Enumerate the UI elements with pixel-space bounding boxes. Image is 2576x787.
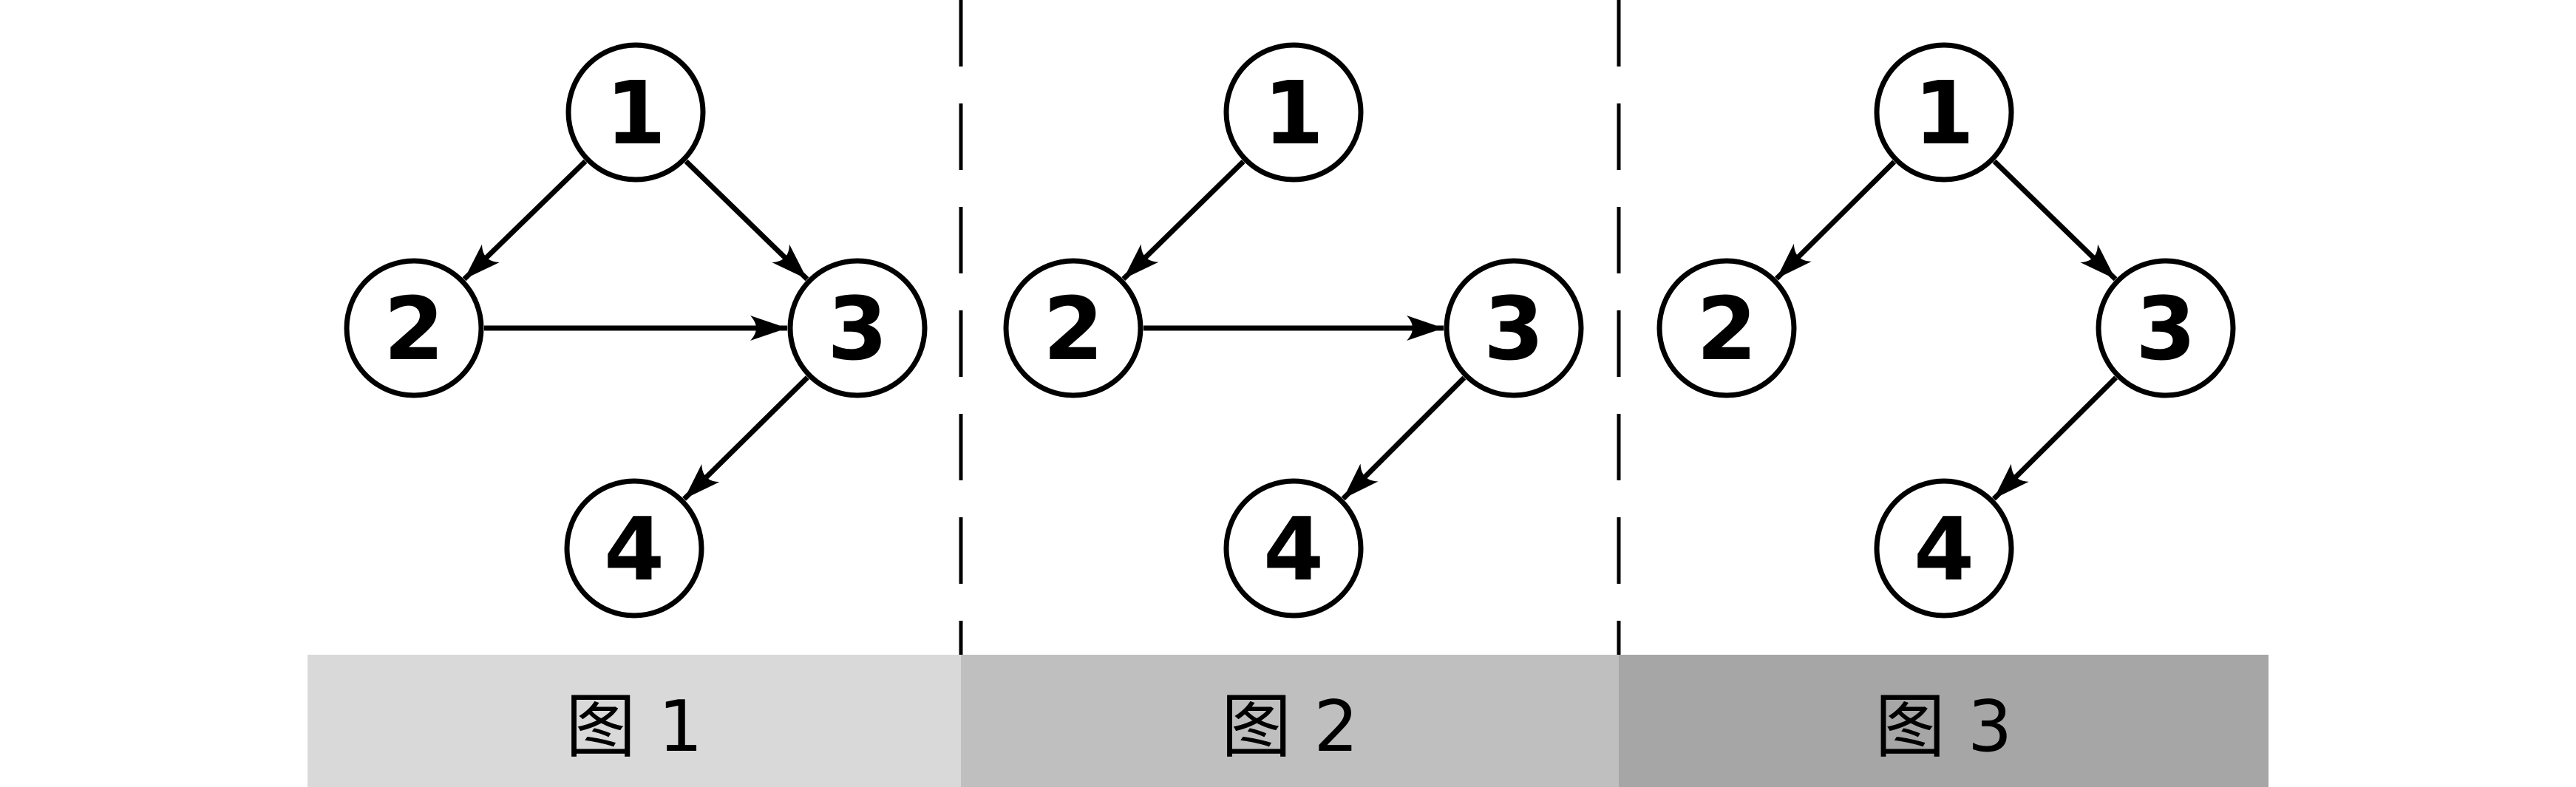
graph-1-node-4 <box>564 478 704 619</box>
graph-2: 1 2 3 4 <box>1003 42 1584 619</box>
graph-1-edge-1-2 <box>462 159 588 282</box>
graph-2-node-label-3: 3 <box>1484 278 1544 380</box>
graph-2-node-3 <box>1444 258 1584 398</box>
graph-3-edge-1-2 <box>1774 160 1897 281</box>
graph-3-edge-3-4 <box>1991 375 2118 501</box>
graph-2-node-label-1: 1 <box>1263 62 1324 164</box>
graph-3-edge-1-3 <box>1992 159 2118 282</box>
graph-3-node-label-1: 1 <box>1914 62 1974 164</box>
graph-2-node-label-4: 4 <box>1263 498 1324 600</box>
graph-2-node-4 <box>1223 478 1364 619</box>
graph-1-node-label-3: 3 <box>827 278 888 380</box>
graph-1-node-3 <box>787 258 928 398</box>
graph-3-node-1 <box>1874 42 2014 183</box>
graph-1-node-label-1: 1 <box>605 62 666 164</box>
graph-3-node-label-3: 3 <box>2135 278 2196 380</box>
graph-1: 1 2 3 4 <box>344 42 928 619</box>
graph-1-edge-1-3 <box>684 159 809 282</box>
graph-3-node-3 <box>2096 258 2236 398</box>
graph-1-edge-3-4 <box>682 375 809 501</box>
graph-1-node-label-4: 4 <box>604 498 665 600</box>
graph-2-node-2 <box>1003 258 1143 398</box>
graph-3-node-label-4: 4 <box>1914 498 1974 600</box>
graph-3-node-4 <box>1874 478 2014 619</box>
graph-1-node-2 <box>344 258 484 398</box>
graph-2-node-label-2: 2 <box>1043 278 1104 380</box>
graph-1-node-label-2: 2 <box>384 278 444 380</box>
graph-1-node-1 <box>565 42 706 183</box>
graph-2-edge-3-4 <box>1341 375 1467 501</box>
graph-3-node-label-2: 2 <box>1696 278 1757 380</box>
graph-2-edge-1-2 <box>1121 159 1245 282</box>
graph-2-node-1 <box>1223 42 1364 183</box>
graph-3-node-2 <box>1656 258 1797 398</box>
graph-3: 1 2 3 4 <box>1656 42 2236 619</box>
